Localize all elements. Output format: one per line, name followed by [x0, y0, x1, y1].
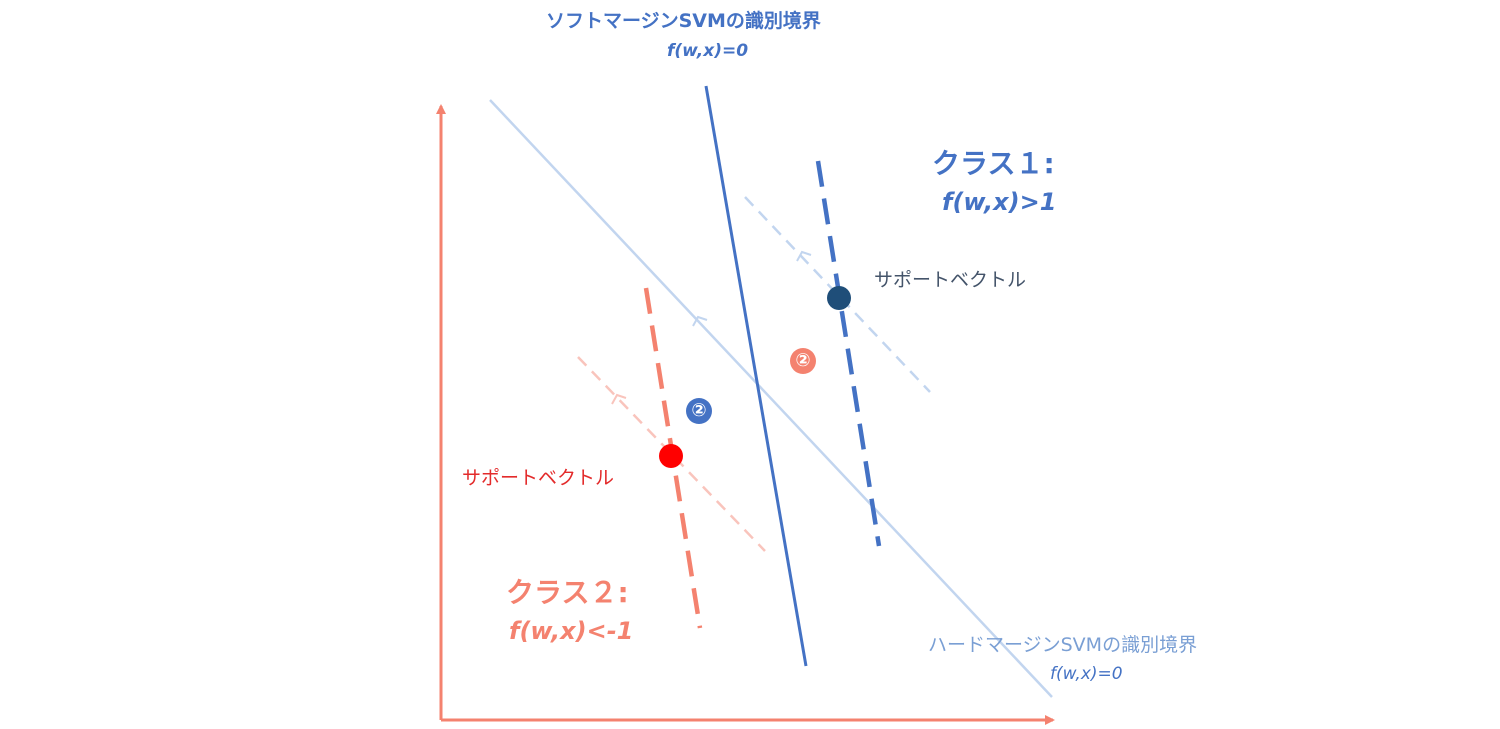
class1-condition: f(w,x)>1 — [942, 188, 1057, 216]
arrow-mark-icon — [692, 315, 708, 327]
support-vector-class2-point — [659, 444, 683, 468]
class1-margin-line — [815, 160, 882, 547]
support-vector-class2-label: サポートベクトル — [462, 467, 615, 489]
soft-boundary-equation: f(w,x)=0 — [667, 41, 749, 61]
hard-boundary-title: ハードマージンSVMの識別境界 — [928, 634, 1198, 656]
soft-boundary-title: ソフトマージンSVMの識別境界 — [546, 10, 821, 32]
class2-condition: f(w,x)<-1 — [509, 617, 634, 645]
arrow-mark-icon — [611, 393, 627, 405]
support-vector-class1-point — [827, 286, 851, 310]
margin-projection-class1 — [744, 196, 931, 393]
margin-marker-red: ② — [790, 348, 816, 374]
margin-projection-class2 — [577, 356, 766, 552]
support-vector-class1-label: サポートベクトル — [874, 269, 1027, 291]
hard-margin-boundary — [489, 99, 1053, 698]
margin-marker-blue: ② — [686, 398, 712, 424]
hard-boundary-equation: f(w,x)=0 — [1050, 664, 1123, 684]
arrow-mark-icon — [796, 250, 812, 262]
soft-margin-boundary — [704, 85, 808, 667]
class1-title: クラス１: — [932, 147, 1055, 180]
class2-title: クラス２: — [506, 576, 629, 609]
